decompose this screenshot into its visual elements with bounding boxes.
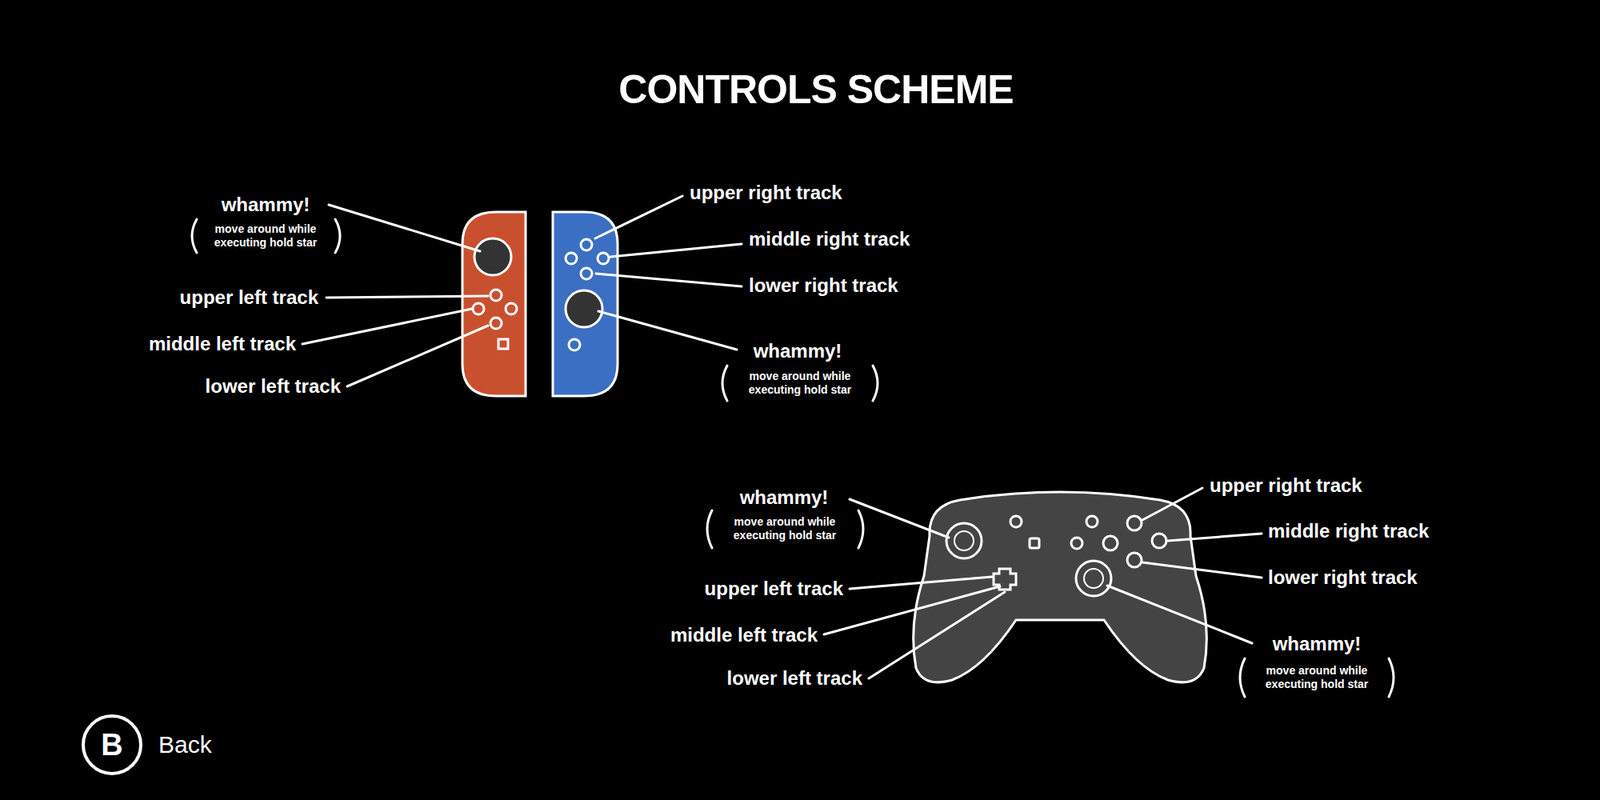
whammy-label: whammy! — [753, 340, 843, 363]
button-circle: B — [81, 714, 143, 776]
whammy-note: move around while executing hold star — [734, 369, 867, 397]
back-label: Back — [158, 731, 212, 759]
whammy-note: move around while executing hold star — [1251, 664, 1384, 692]
track-label: upper right track — [1209, 474, 1363, 497]
whammy-note: move around while executing hold star — [200, 222, 332, 250]
track-label: middle left track — [148, 332, 296, 356]
track-label: middle right track — [1268, 520, 1429, 543]
track-label: upper left track — [704, 577, 844, 600]
track-label: lower left track — [727, 667, 863, 690]
track-label: middle right track — [748, 228, 910, 251]
whammy-label: whammy! — [740, 486, 829, 509]
track-label: lower right track — [748, 274, 899, 297]
button-letter: B — [100, 728, 123, 763]
track-label: lower right track — [1268, 566, 1418, 589]
track-label: upper left track — [180, 286, 319, 309]
track-label: upper right track — [689, 181, 843, 204]
track-label: lower left track — [205, 375, 341, 398]
whammy-label: whammy! — [1272, 632, 1362, 656]
track-label: middle left track — [670, 624, 818, 647]
whammy-note: move around while executing hold star — [719, 515, 852, 543]
whammy-label: whammy! — [221, 193, 311, 216]
page-title: CONTROLS SCHEME — [618, 66, 1013, 113]
